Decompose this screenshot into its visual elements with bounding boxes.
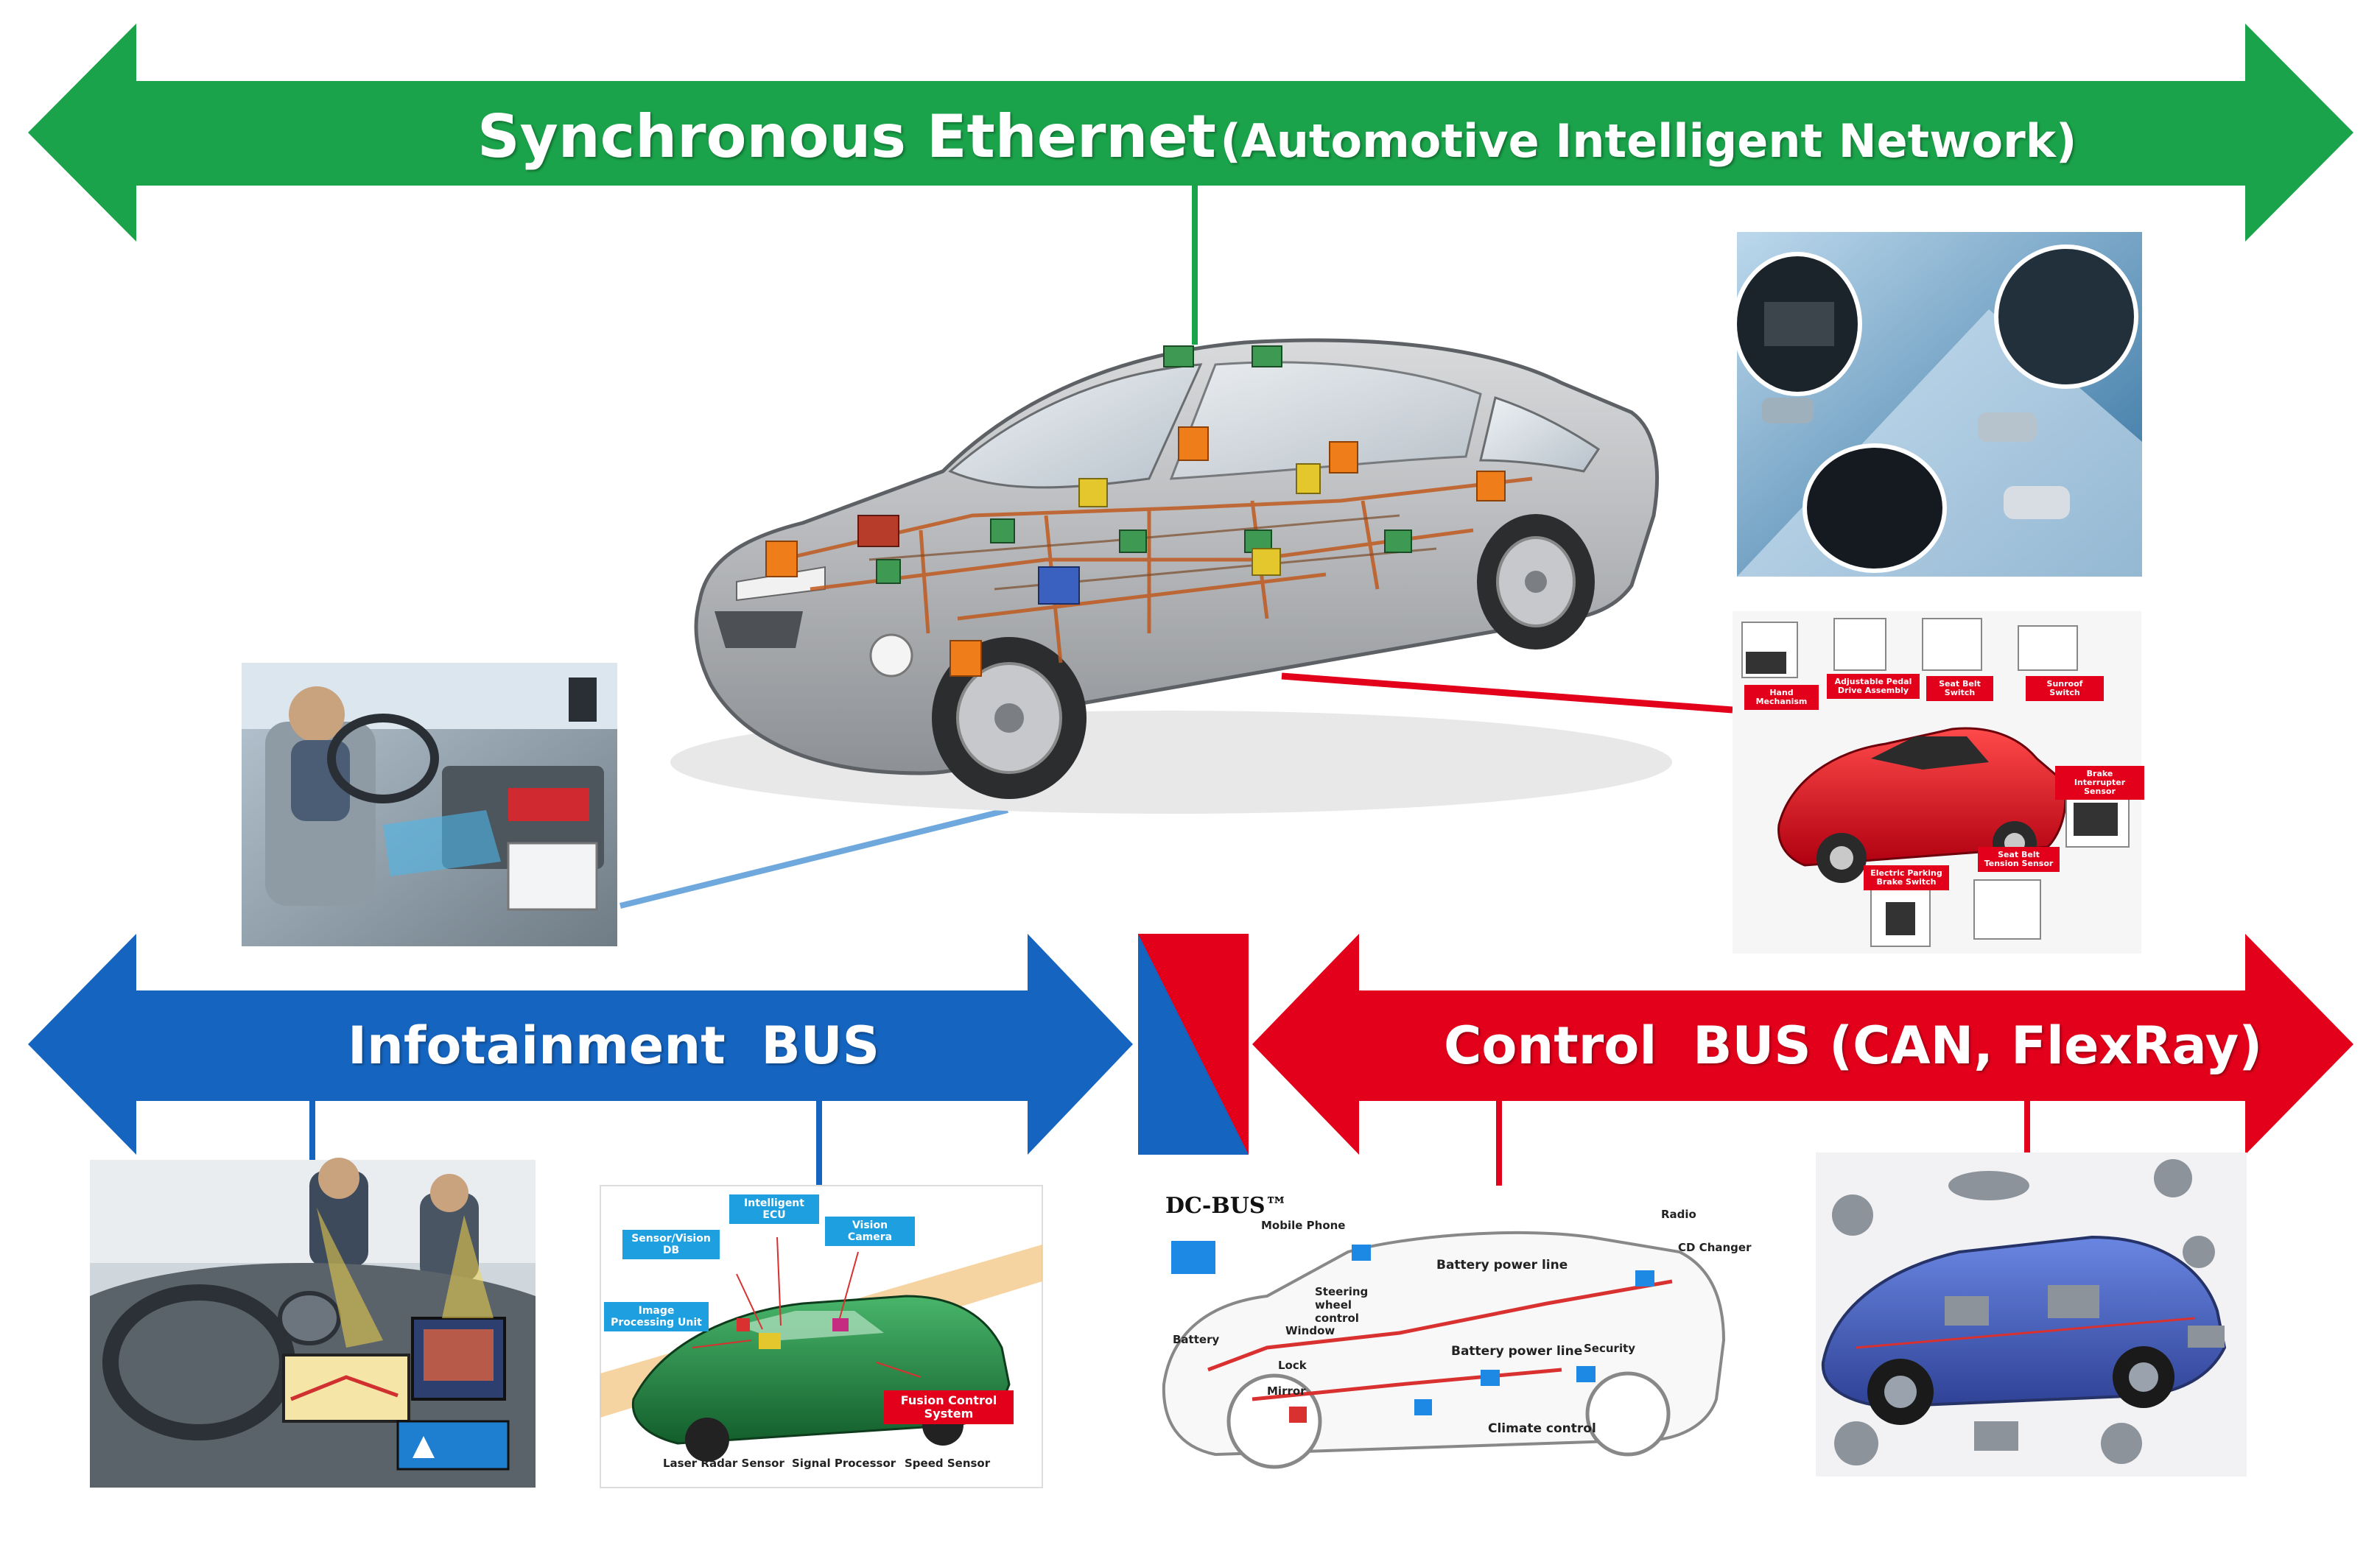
sensor-vision-db-label: Sensor/Vision DB: [622, 1230, 720, 1259]
signal-processor-label: Signal Processor: [792, 1457, 896, 1470]
adas-camera-image: [1733, 232, 2142, 577]
seat-belt-switch-label: Seat Belt Switch: [1926, 676, 1993, 701]
battery-power-line-label-2: Battery power line: [1451, 1344, 1583, 1359]
ethernet-arrow: [28, 24, 2353, 242]
lock-label: Lock: [1278, 1359, 1307, 1372]
infotainment-bus-title: Infotainment BUS: [348, 1016, 880, 1076]
window-label: Window: [1285, 1324, 1335, 1337]
vision-camera-label: Vision Camera: [825, 1217, 915, 1246]
climate-control-label: Climate control: [1488, 1421, 1596, 1436]
hand-mechanism-label: Hand Mechanism: [1744, 685, 1819, 710]
cd-changer-label: CD Changer: [1678, 1241, 1752, 1254]
battery-label: Battery: [1173, 1333, 1220, 1346]
seat-belt-tension-label: Seat Belt Tension Sensor: [1978, 847, 2060, 872]
control-connector-sportscar: [1281, 672, 1733, 714]
security-label: Security: [1584, 1342, 1636, 1355]
speed-sensor-label: Speed Sensor: [905, 1457, 991, 1470]
dcbus-wiring-image: [1138, 1186, 1727, 1488]
infotainment-dashboard-image: [90, 1158, 536, 1488]
mirror-label: Mirror: [1267, 1384, 1306, 1398]
control-bus-title: Control BUS (CAN, FlexRay): [1444, 1016, 2263, 1076]
electric-parking-brake-label: Electric Parking Brake Switch: [1864, 865, 1949, 890]
infotainment-connector-cockpit: [619, 807, 1008, 909]
dcbus-brand-label: DC-BUS™: [1165, 1193, 1288, 1219]
infotainment-arrow: [28, 934, 1133, 1155]
fusion-control-system-label: Fusion Control System: [884, 1390, 1014, 1424]
brake-interrupter-sensor-label: Brake Interrupter Sensor: [2055, 766, 2144, 800]
sunroof-switch-label: Sunroof Switch: [2026, 676, 2104, 701]
ethernet-title: Synchronous Ethernet (Automotive Intelli…: [477, 100, 2077, 174]
image-processing-unit-label: Image Processing Unit: [604, 1302, 709, 1331]
steering-wheel-control-label: Steering wheel control: [1315, 1285, 1369, 1325]
central-car-illustration: [670, 338, 1672, 814]
blue-car-components-image: [1816, 1152, 2247, 1477]
bus-bridge-block: [1138, 934, 1249, 1155]
driver-cockpit-image: [242, 663, 617, 946]
adjustable-pedal-label: Adjustable Pedal Drive Assembly: [1827, 674, 1920, 699]
ethernet-title-sub: (Automotive Intelligent Network): [1220, 114, 2077, 168]
intelligent-ecu-label: Intelligent ECU: [729, 1194, 819, 1224]
mobile-phone-label: Mobile Phone: [1261, 1219, 1346, 1232]
laser-radar-sensor-label: Laser Radar Sensor: [663, 1457, 784, 1470]
ethernet-title-main: Synchronous Ethernet: [477, 102, 1216, 171]
control-arrow: [1252, 934, 2353, 1155]
battery-power-line-label-1: Battery power line: [1436, 1258, 1568, 1273]
radio-label: Radio: [1661, 1208, 1696, 1221]
